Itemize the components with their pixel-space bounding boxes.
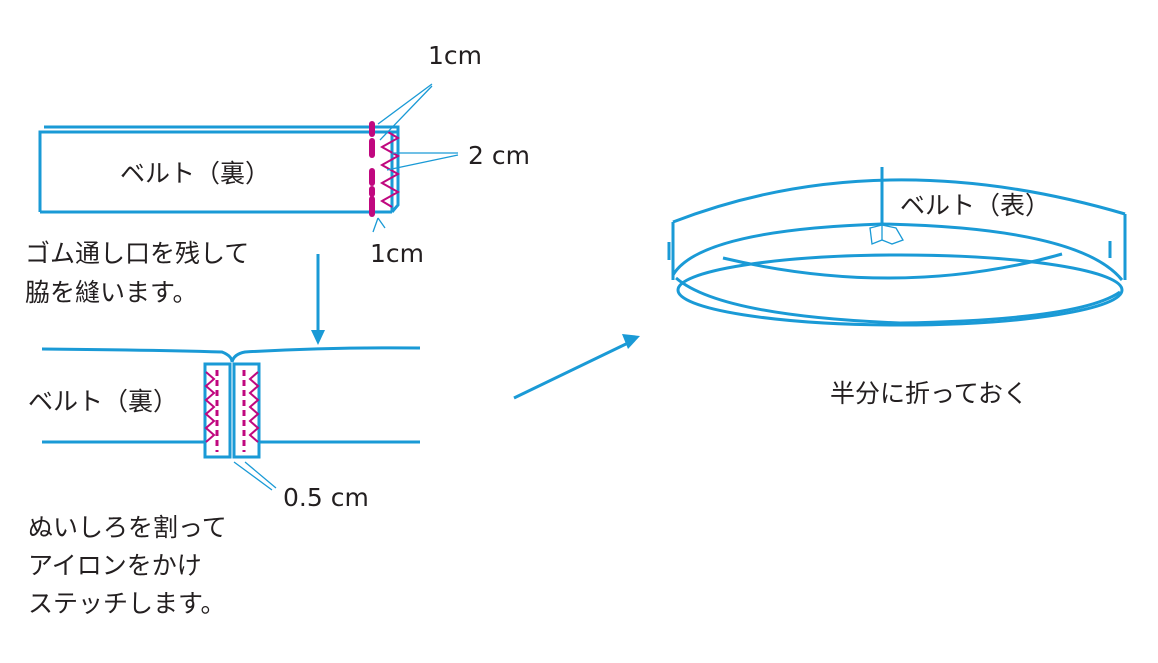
step1-caption-line2: 脇を縫います。 [25,278,198,307]
dim-mid-label: 2 cm [468,141,530,170]
dim-bottom-label: 1cm [370,239,424,268]
step2-caption-line2: アイロンをかけ [28,551,202,580]
step2-caption-line1: ぬいしろを割って [28,513,227,542]
belt-back-label-1: ベルト（裏） [120,159,270,188]
step2-caption-line3: ステッチします。 [28,589,226,618]
dim-half-cm-label: 0.5 cm [283,483,369,512]
belt-back-label-2: ベルト（裏） [28,387,178,416]
folded-belt-ring [667,167,1127,327]
opened-seam-belt [41,346,421,491]
down-arrow [311,254,325,345]
right-arrow [513,334,640,400]
belt-front-label: ベルト（表） [900,191,1050,220]
flat-belt [38,83,459,233]
step1-caption-line1: ゴム通し口を残して [25,239,249,268]
dim-top-label: 1cm [428,41,482,70]
step3-caption: 半分に折っておく [830,379,1028,408]
